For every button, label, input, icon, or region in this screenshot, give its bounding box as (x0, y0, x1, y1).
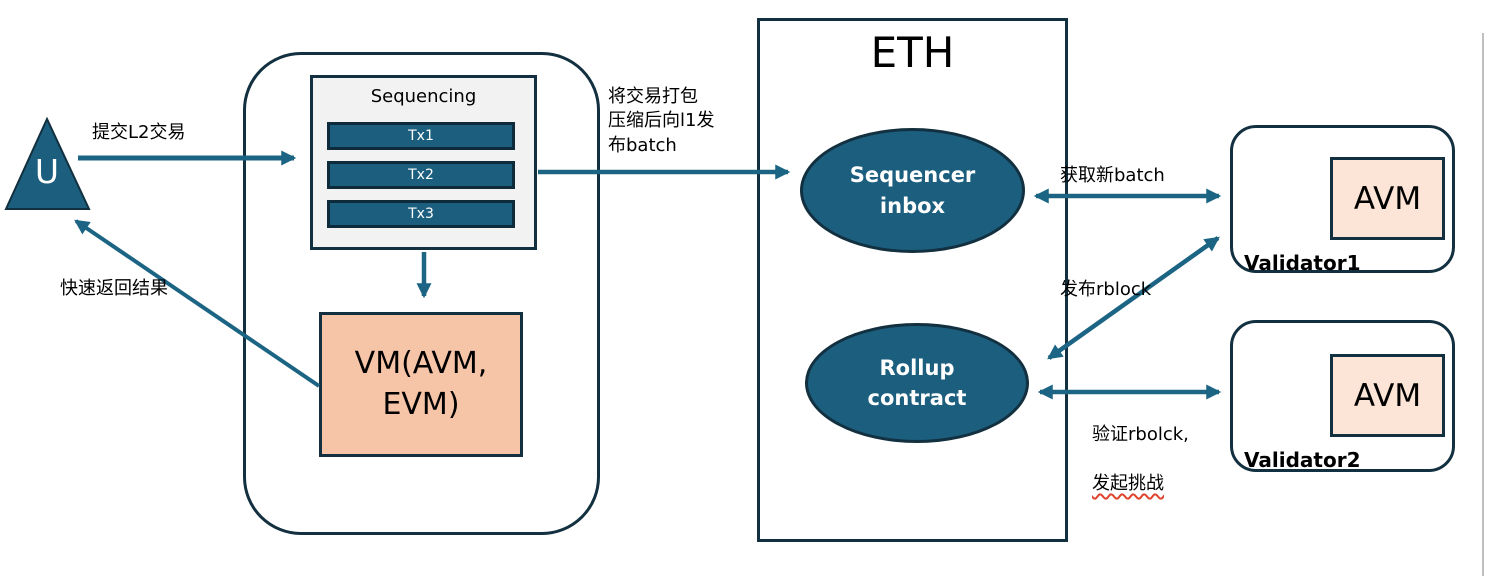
validator2-name: Validator2 (1244, 448, 1361, 472)
label-submit-l2: 提交L2交易 (92, 122, 186, 143)
validator1-avm-box: AVM (1330, 157, 1445, 240)
tx-bar-2: Tx2 (327, 161, 515, 189)
vm-box: VM(AVM, EVM) (319, 312, 523, 457)
label-fast-return: 快速返回结果 (60, 278, 168, 299)
label-verify-rblock-line1: 验证rbolck, (1092, 424, 1189, 446)
label-verify-rblock-line2: 发起挑战 (1092, 472, 1164, 494)
user-label: U (34, 152, 60, 191)
rollup-contract-ellipse: Rollup contract (805, 323, 1029, 443)
sequencer-inbox-ellipse: Sequencer inbox (800, 128, 1025, 253)
tx-bar-3: Tx3 (327, 200, 515, 228)
screen-edge-line (1482, 33, 1484, 576)
eth-title: ETH (870, 28, 955, 77)
eth-box (757, 18, 1068, 542)
label-verify-rblock: 验证rbolck, 发起挑战 (1092, 399, 1189, 520)
label-publish-batch: 将交易打包 压缩后向l1发 布batch (608, 86, 715, 156)
validator2-avm-box: AVM (1330, 354, 1445, 437)
label-fetch-batch: 获取新batch (1060, 165, 1165, 186)
label-publish-rblock: 发布rblock (1060, 279, 1152, 300)
tx-bar-1: Tx1 (327, 122, 515, 150)
validator1-name: Validator1 (1244, 251, 1361, 275)
sequencing-title: Sequencing (370, 86, 477, 107)
